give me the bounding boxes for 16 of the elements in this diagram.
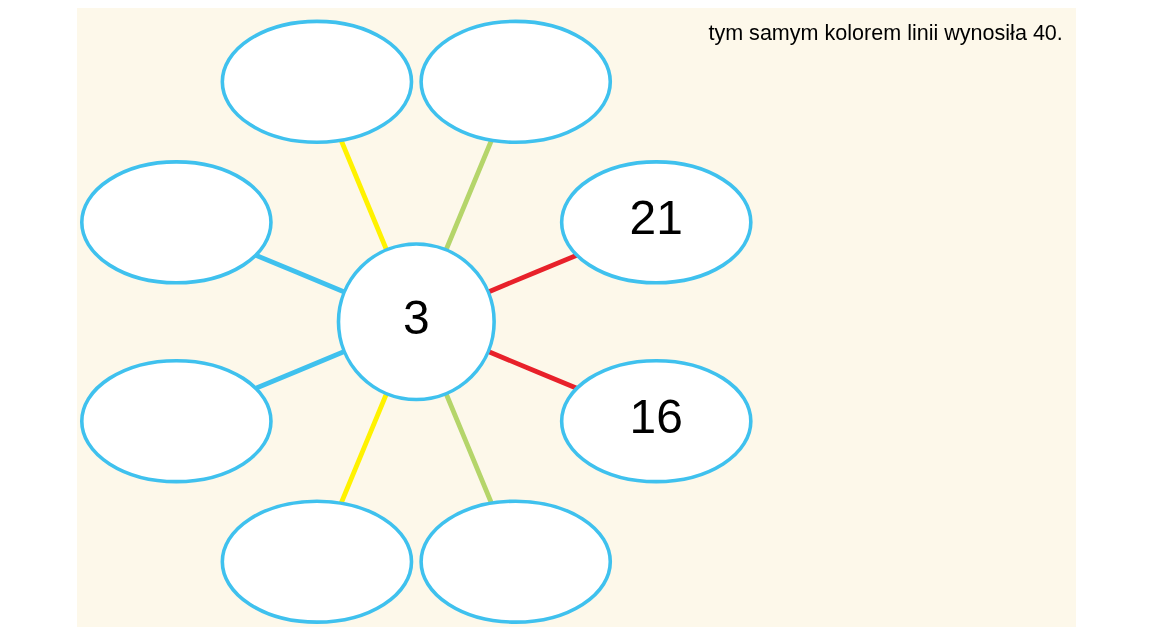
connector: [338, 139, 389, 251]
connector: [254, 349, 345, 391]
node-ellipse: [79, 160, 273, 285]
node-ellipse: [220, 19, 413, 145]
node-ellipse: 16: [559, 358, 753, 484]
node-ellipse: [418, 499, 612, 624]
label: tym samym kolorem linii wynosiła 40.: [707, 19, 1063, 45]
connector: [254, 253, 345, 295]
connector: [443, 139, 494, 251]
node-ellipse: 21: [559, 160, 753, 285]
node-ellipse: [220, 499, 413, 624]
connector: [443, 392, 494, 504]
connector: [338, 392, 389, 504]
node-ellipse: [79, 358, 273, 484]
node-ellipse: [418, 19, 612, 145]
node-circle: 3: [336, 242, 496, 402]
